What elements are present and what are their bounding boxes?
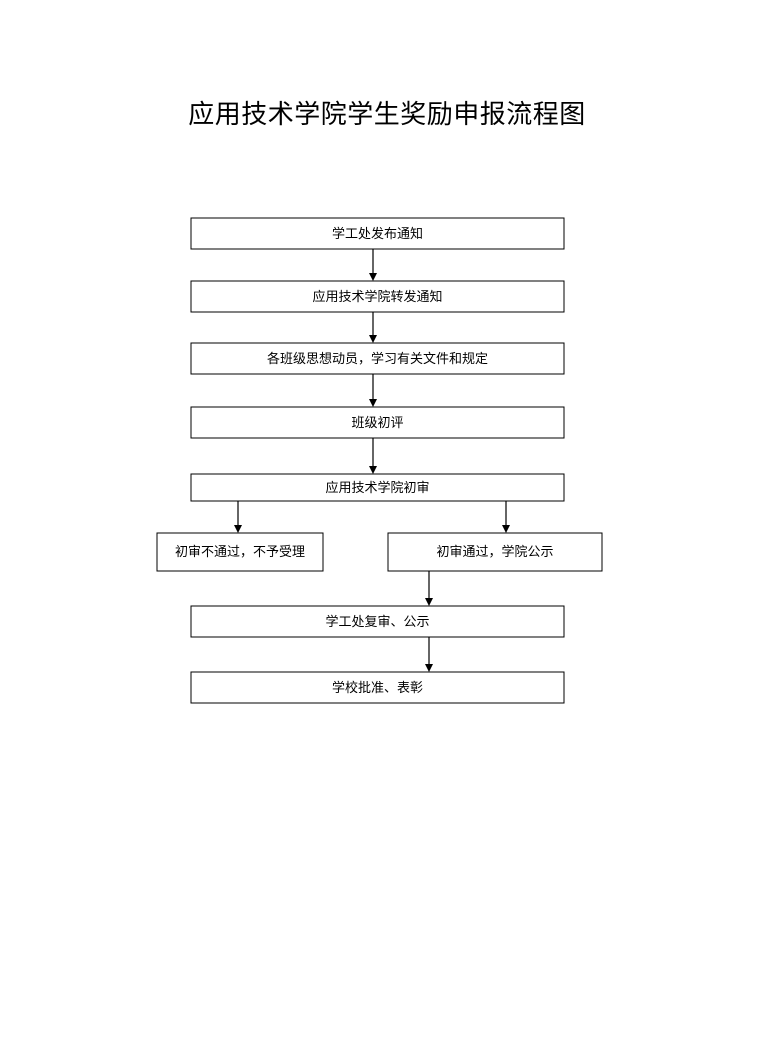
node-final-review: 学工处复审、公示: [190, 605, 565, 638]
arrow-n5-n7: [502, 501, 510, 533]
arrow-n3-n4: [369, 374, 377, 407]
node-label: 学校批准、表彰: [332, 680, 423, 696]
node-label: 初审通过，学院公示: [436, 544, 553, 560]
page-title: 应用技术学院学生奖励申报流程图: [188, 100, 586, 130]
node-label: 班级初评: [351, 416, 403, 431]
arrow-n4-n5: [369, 438, 377, 474]
node-college-initial-review: 应用技术学院初审: [190, 473, 565, 502]
node-forward-notice: 应用技术学院转发通知: [190, 280, 565, 313]
arrow-n8-n9: [425, 637, 433, 672]
node-label: 应用技术学院转发通知: [312, 289, 442, 305]
node-class-initial-evaluation: 班级初评: [190, 406, 565, 439]
arrow-n5-n6: [234, 501, 242, 533]
node-approval: 学校批准、表彰: [190, 671, 565, 704]
node-label: 学工处发布通知: [332, 226, 423, 242]
node-label: 应用技术学院初审: [325, 480, 429, 496]
node-review-rejected: 初审不通过，不予受理: [156, 532, 324, 572]
arrow-n1-n2: [369, 249, 377, 281]
node-class-mobilization: 各班级思想动员，学习有关文件和规定: [190, 342, 565, 375]
node-label: 各班级思想动员，学习有关文件和规定: [267, 351, 488, 367]
node-label: 初审不通过，不予受理: [175, 545, 305, 560]
node-publish-notice: 学工处发布通知: [190, 217, 565, 250]
arrow-n7-n8: [425, 571, 433, 606]
arrow-n2-n3: [369, 312, 377, 343]
node-label: 学工处复审、公示: [325, 614, 429, 630]
node-review-passed: 初审通过，学院公示: [387, 532, 603, 572]
